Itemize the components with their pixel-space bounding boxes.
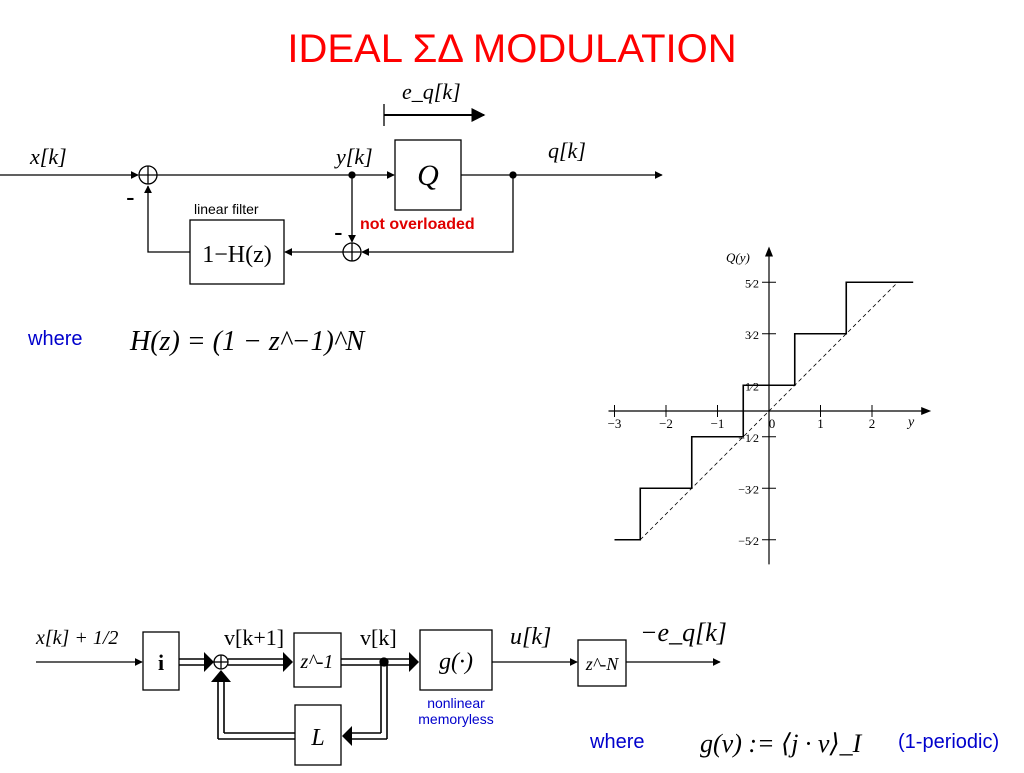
- sum-junction-3: [213, 654, 229, 670]
- output-label: q[k]: [548, 138, 586, 163]
- quantizer-label: Q: [417, 159, 439, 192]
- neg-error-label: −e_q[k]: [640, 618, 727, 647]
- plot-y-tick-label: −5⁄2: [738, 534, 759, 548]
- top-block-diagram: [0, 104, 663, 285]
- block-z-n: [577, 639, 627, 687]
- plot-x-tick-label: −2: [659, 416, 673, 431]
- quantizer-characteristic-plot: −3 −2 −1 0 1 2 5⁄2 3⁄2 1⁄2 −1⁄2 −3⁄2 −5⁄2: [608, 246, 932, 565]
- bottom-input-label: x[k] + 1/2: [35, 627, 118, 649]
- h-formula: H(z) = (1 − z^−1)^N: [129, 326, 366, 357]
- plot-y-axis-arrow: [765, 246, 773, 257]
- q-feedback-line: [361, 175, 514, 256]
- plot-y-tick-label: 3⁄2: [745, 328, 759, 342]
- plot-y-tick-label: 5⁄2: [745, 276, 759, 290]
- filter-feedback-line: [144, 185, 190, 253]
- g-caption-line1: nonlinear: [427, 695, 485, 711]
- v-tap-node: [379, 657, 389, 667]
- plot-x-axis-arrow: [921, 407, 932, 415]
- plot-y-tick-label: −3⁄2: [738, 482, 759, 496]
- block-z-inverse: [293, 632, 342, 688]
- plot-x-tick-label: 1: [817, 416, 824, 431]
- sum-junction-2: [342, 242, 362, 262]
- plot-x-tick-label: −1: [711, 416, 725, 431]
- plot-x-tick-label: 0: [769, 416, 776, 431]
- block-g: [419, 629, 493, 691]
- g-definition: g(v) := ⟨j · v⟩_I: [700, 729, 863, 758]
- plot-x-tick-label: 2: [869, 416, 876, 431]
- periodic-note: (1-periodic): [898, 731, 999, 753]
- error-label: e_q[k]: [402, 79, 461, 104]
- g-block-label: g(·): [439, 649, 473, 675]
- plot-staircase-series: [614, 281, 914, 541]
- u-label: u[k]: [510, 624, 551, 650]
- plot-identity-series: [639, 281, 899, 541]
- plot-y-tick-label: −1⁄2: [738, 431, 759, 445]
- block-i: [142, 631, 180, 691]
- minus-sign-2: -: [334, 217, 343, 247]
- g-caption-line2: memoryless: [418, 711, 493, 727]
- delay-label: z^-1: [300, 651, 334, 673]
- plot-ylabel: Q(y): [726, 250, 750, 265]
- block-L: [294, 704, 342, 766]
- page-title: IDEAL ΣΔ MODULATION: [287, 27, 736, 71]
- filter-label: 1−H(z): [202, 242, 272, 268]
- plot-y-tick-label: 1⁄2: [745, 379, 759, 393]
- filter-caption: linear filter: [194, 201, 259, 217]
- block-L-label: L: [310, 725, 324, 751]
- input-label: x[k]: [29, 144, 67, 169]
- block-i-label: i: [158, 650, 164, 675]
- delay-n-label: z^-N: [585, 654, 620, 674]
- minus-sign-1: -: [126, 182, 135, 212]
- quantizer-input-label: y[k]: [334, 144, 373, 169]
- bottom-block-diagram: [36, 629, 721, 766]
- sum-junction-1: [138, 165, 158, 185]
- where-label-bottom: where: [589, 731, 644, 753]
- state-label: v[k]: [360, 625, 397, 650]
- where-label-top: where: [27, 328, 82, 350]
- plot-xlabel: y: [906, 415, 915, 430]
- plot-x-tick-label: −3: [608, 416, 622, 431]
- state-next-label: v[k+1]: [224, 625, 284, 650]
- not-overloaded-note: not overloaded: [360, 216, 475, 233]
